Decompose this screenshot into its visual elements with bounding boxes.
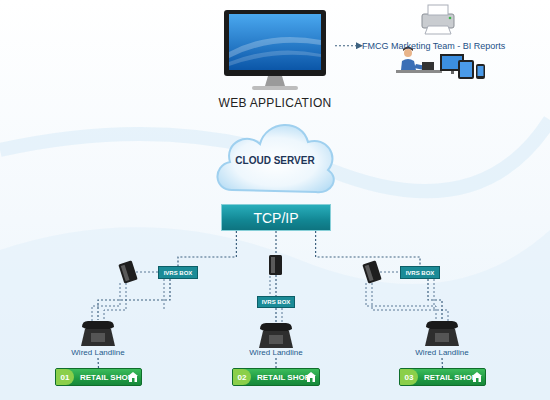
- modem: [118, 260, 137, 283]
- monitor-stand: [265, 76, 285, 86]
- modem: [362, 260, 381, 283]
- mobile-screen: [478, 66, 484, 76]
- connector: [275, 308, 276, 322]
- wire: [372, 283, 448, 322]
- node-label: RETAIL SHOP: [74, 369, 133, 385]
- shop-icon: [128, 372, 138, 382]
- cloud-shape: CLOUD SERVER: [210, 112, 340, 202]
- protocol-box: TCP/IP: [221, 204, 331, 231]
- mobile-phone: [476, 64, 485, 79]
- node-label: IVRS BOX: [262, 298, 291, 306]
- wire: [92, 283, 120, 322]
- connector: [441, 358, 443, 368]
- callout-number: 02: [233, 369, 251, 385]
- printer-paper: [428, 5, 448, 15]
- wire: [282, 308, 283, 322]
- node-label: WEB APPLICATION: [219, 96, 332, 110]
- modem-body: [269, 255, 282, 275]
- shop-box: 03RETAIL SHOP: [399, 368, 486, 386]
- connector: [428, 279, 442, 320]
- node-label: CLOUD SERVER: [235, 155, 314, 166]
- person-body: [401, 59, 416, 70]
- modem-face: [121, 265, 130, 281]
- modem-body: [118, 260, 137, 283]
- connector: [335, 45, 362, 46]
- printer-light: [449, 17, 452, 20]
- ivrs-box: IVRS BOX: [158, 266, 198, 279]
- wire: [136, 272, 158, 273]
- node-label: IVRS BOX: [406, 269, 435, 277]
- laptop: [422, 62, 434, 70]
- connector: [275, 358, 276, 368]
- desktop-stand: [451, 71, 454, 74]
- shop-box: 01RETAIL SHOP: [55, 368, 142, 386]
- monitor-screen: [229, 14, 321, 70]
- wire: [270, 276, 271, 296]
- background-swoosh: [0, 120, 550, 191]
- printer-output: [425, 26, 451, 34]
- desk-phone: [81, 321, 115, 346]
- monitor-base: [252, 86, 298, 90]
- landline-node: Wired Landline: [63, 320, 133, 358]
- modem-face: [365, 265, 374, 281]
- shop-icon: [306, 372, 316, 382]
- node-label: FMCG Marketing Team - BI Reports: [362, 40, 505, 52]
- wire: [380, 272, 400, 273]
- desk: [396, 70, 442, 73]
- ivrs-box: IVRS BOX: [257, 296, 295, 308]
- wire: [366, 283, 436, 322]
- monitor-bezel: [224, 10, 326, 76]
- desk-phone: [259, 323, 293, 348]
- callout-number: 03: [400, 369, 418, 385]
- tablet-screen: [460, 62, 472, 77]
- callout-number: 01: [56, 369, 74, 385]
- connector: [98, 279, 170, 320]
- background-swoosh: [0, 227, 550, 400]
- desk-phone: [425, 321, 459, 346]
- node-label: IVRS BOX: [164, 269, 193, 277]
- connector: [316, 231, 420, 266]
- node-label: Wired Landline: [415, 348, 468, 358]
- node-label: RETAIL SHOP: [418, 369, 477, 385]
- node-label: Wired Landline: [249, 348, 302, 358]
- connector: [178, 231, 236, 266]
- modem-face: [271, 257, 275, 273]
- node-label: RETAIL SHOP: [251, 369, 310, 385]
- cloud-shape-outline: [217, 125, 333, 192]
- node-label: TCP/IP: [253, 210, 298, 226]
- wire: [434, 279, 435, 310]
- ivrs-box: IVRS BOX: [400, 266, 440, 279]
- wire: [104, 283, 126, 322]
- landline-node: Wired Landline: [241, 322, 311, 358]
- tablet: [458, 60, 474, 79]
- modem-body: [362, 260, 381, 283]
- team-label: FMCG Marketing Team - BI Reports: [362, 39, 532, 53]
- connector: [275, 231, 276, 296]
- screen-glare: [229, 50, 321, 66]
- landline-node: Wired Landline: [407, 320, 477, 358]
- connector: [97, 358, 99, 368]
- node-label: Wired Landline: [71, 348, 124, 358]
- shop-icon: [472, 372, 482, 382]
- monitor-node: WEB APPLICATION: [215, 8, 335, 110]
- wire: [164, 279, 165, 310]
- shop-box: 02RETAIL SHOP: [232, 368, 320, 386]
